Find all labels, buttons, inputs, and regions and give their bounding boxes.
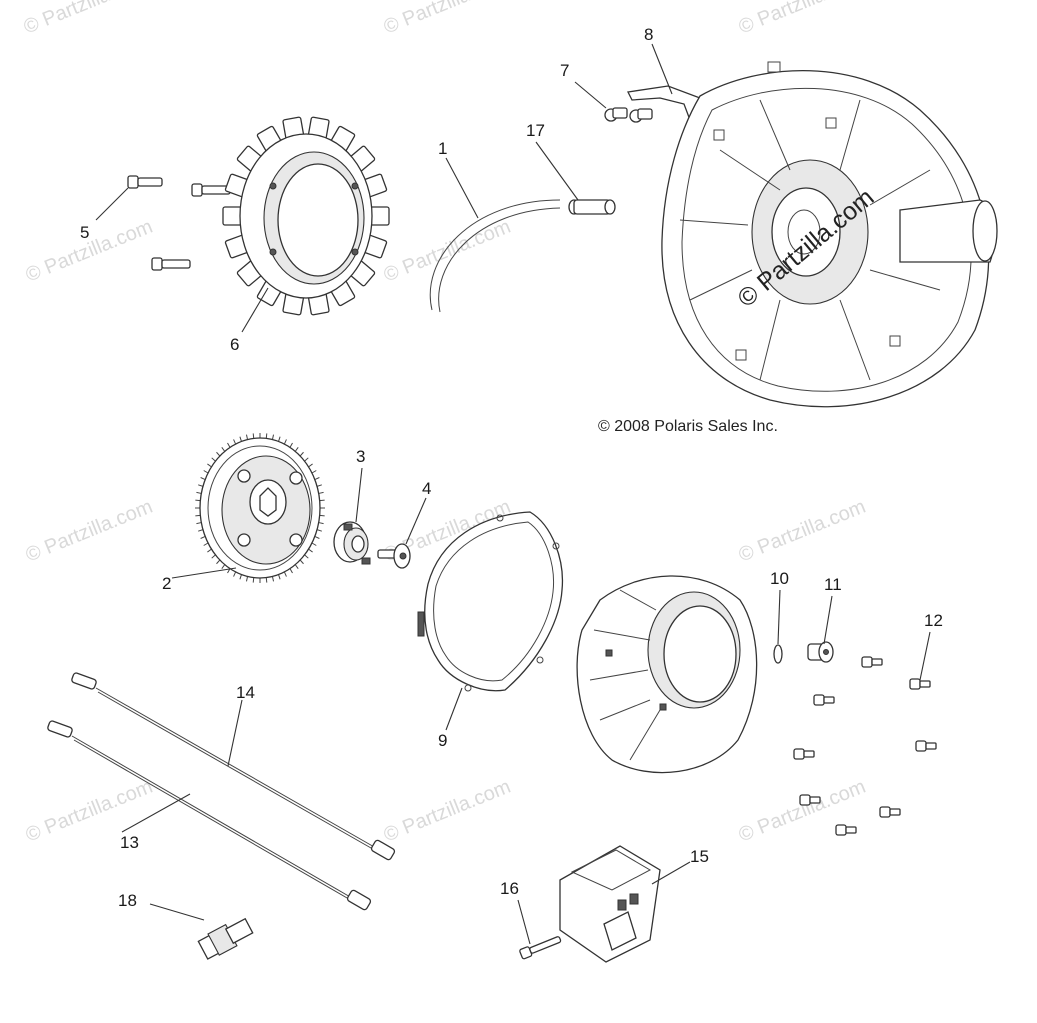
- callout-2: 2: [162, 574, 172, 593]
- ground-cable: [47, 720, 372, 911]
- callout-7: 7: [560, 61, 570, 80]
- flywheel: [195, 433, 325, 583]
- cover-screw: [835, 824, 857, 836]
- callout-11: 11: [824, 575, 842, 594]
- seal-washer: [773, 644, 783, 664]
- cover-gasket: [417, 511, 564, 692]
- leader-lines: [95, 43, 931, 945]
- callout-9: 9: [438, 731, 448, 750]
- battery-cable: [71, 672, 396, 861]
- cover-screw: [813, 694, 835, 706]
- cover-screw: [879, 806, 901, 818]
- copyright-notice: © 2008 Polaris Sales Inc.: [598, 418, 778, 435]
- regulator-bolt: [519, 936, 562, 960]
- cover-screw: [861, 656, 883, 668]
- bracket-screw: [629, 108, 653, 123]
- magneto-cover-lower: [576, 575, 758, 774]
- callout-18: 18: [118, 891, 137, 910]
- cover-screw: [915, 740, 937, 752]
- starter-clutch: [333, 521, 371, 565]
- callout-4: 4: [422, 479, 432, 498]
- callout-12: 12: [924, 611, 943, 630]
- cover-screw: [909, 678, 931, 690]
- cover-screw: [793, 748, 815, 760]
- callout-15: 15: [690, 847, 709, 866]
- callout-13: 13: [120, 833, 139, 852]
- stator: [222, 116, 390, 316]
- callout-6: 6: [230, 335, 240, 354]
- callout-8: 8: [644, 25, 654, 44]
- callout-3: 3: [356, 447, 366, 466]
- voltage-regulator: [559, 845, 661, 963]
- cover-screw: [799, 794, 821, 806]
- dowel-pin: [568, 199, 616, 215]
- callout-1: 1: [438, 139, 448, 158]
- callout-17: 17: [526, 121, 545, 140]
- spark-plug: [197, 917, 254, 960]
- bracket-screw: [604, 107, 628, 122]
- callout-10: 10: [770, 569, 789, 588]
- flywheel-washer: [377, 543, 411, 569]
- magneto-cover: [661, 61, 998, 408]
- timing-plug: [807, 641, 834, 663]
- callout-16: 16: [500, 879, 519, 898]
- o-ring-seal: [429, 199, 561, 313]
- stator-screw: [151, 257, 191, 271]
- callout-14: 14: [236, 683, 255, 702]
- callout-5: 5: [80, 223, 90, 242]
- stator-screw: [191, 183, 231, 197]
- stator-screw: [127, 175, 163, 189]
